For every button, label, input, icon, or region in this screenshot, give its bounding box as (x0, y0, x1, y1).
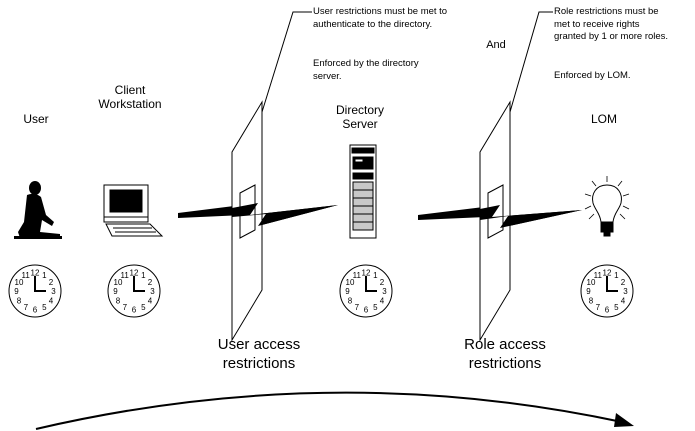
clock-numeral: 11 (121, 271, 130, 280)
user-restriction-note: User restrictions must be met to authent… (313, 6, 448, 30)
clock-numeral: 9 (586, 287, 591, 296)
clock-numeral: 8 (17, 296, 22, 305)
clock-hands (133, 276, 145, 292)
clock-numeral: 8 (116, 296, 121, 305)
clock-numeral: 2 (380, 278, 385, 287)
clock-numeral: 12 (603, 269, 612, 278)
clock-numeral: 9 (14, 287, 19, 296)
clock-numeral: 11 (22, 271, 31, 280)
callout-line (261, 11, 553, 113)
clock-numeral: 12 (130, 269, 139, 278)
lightning-link-icon (232, 203, 582, 228)
clock-numeral: 1 (614, 271, 619, 280)
clock-numeral: 2 (621, 278, 626, 287)
role-restriction-note: Role restrictions must be met to receive… (554, 6, 669, 42)
clock-hands (606, 276, 618, 292)
clock-numeral: 10 (346, 278, 355, 287)
clock-numeral: 1 (141, 271, 146, 280)
clock-numeral: 6 (364, 306, 369, 315)
clock-numeral: 2 (148, 278, 153, 287)
client-workstation-label: Client Workstation (98, 83, 162, 111)
clock-numeral: 6 (33, 306, 38, 315)
and-label: And (486, 39, 506, 51)
clock-numeral: 12 (31, 269, 40, 278)
clock-numeral: 4 (49, 296, 54, 305)
clock-numeral: 3 (623, 287, 628, 296)
clock-numeral: 10 (15, 278, 24, 287)
clock-numeral: 11 (594, 271, 603, 280)
directory-server-label: Directory Server (335, 103, 384, 131)
clock-numeral: 1 (42, 271, 47, 280)
clock-numeral: 6 (132, 306, 137, 315)
user-label: User (23, 112, 49, 126)
clock-numeral: 7 (596, 303, 601, 312)
person-at-desk-icon (14, 181, 62, 239)
clock-numeral: 8 (589, 296, 594, 305)
clock-numeral: 5 (614, 303, 619, 312)
user-restriction-panel (231, 100, 263, 342)
clock-numeral: 7 (355, 303, 360, 312)
server-tower-icon (349, 144, 377, 239)
clock-numeral: 9 (345, 287, 350, 296)
computer-workstation-icon (103, 184, 164, 237)
clock-numeral: 5 (141, 303, 146, 312)
clock-numeral: 3 (51, 287, 56, 296)
lightning-link-icon (178, 203, 582, 228)
clock-numeral: 9 (113, 287, 118, 296)
clock-numeral: 5 (42, 303, 47, 312)
clock-hands (365, 276, 377, 292)
user-access-restrictions-label: User access restrictions (217, 336, 301, 372)
role-enforced-note: Enforced by LOM. (554, 70, 631, 81)
clock-numeral: 6 (605, 306, 610, 315)
clock-numeral: 3 (150, 287, 155, 296)
clock-numeral: 5 (373, 303, 378, 312)
clock-numeral: 1 (373, 271, 378, 280)
clock-numeral: 12 (362, 269, 371, 278)
clock-hands (34, 276, 46, 292)
clock-numeral: 2 (49, 278, 54, 287)
light-bulb-icon (584, 176, 630, 237)
role-access-restrictions-label: Role access restrictions (464, 336, 546, 372)
clock-numeral: 3 (382, 287, 387, 296)
clock-numeral: 10 (587, 278, 596, 287)
clock-numeral: 7 (24, 303, 29, 312)
lom-label: LOM (590, 112, 617, 126)
flow-arrow (35, 391, 634, 430)
clock-numeral: 4 (148, 296, 153, 305)
clock-numeral: 8 (348, 296, 353, 305)
clock-numeral: 4 (380, 296, 385, 305)
clock-numeral: 10 (114, 278, 123, 287)
clock-numeral: 7 (123, 303, 128, 312)
clock-numeral: 11 (353, 271, 362, 280)
clock-numeral: 4 (621, 296, 626, 305)
user-enforced-note: Enforced by the directory server. (313, 58, 419, 82)
